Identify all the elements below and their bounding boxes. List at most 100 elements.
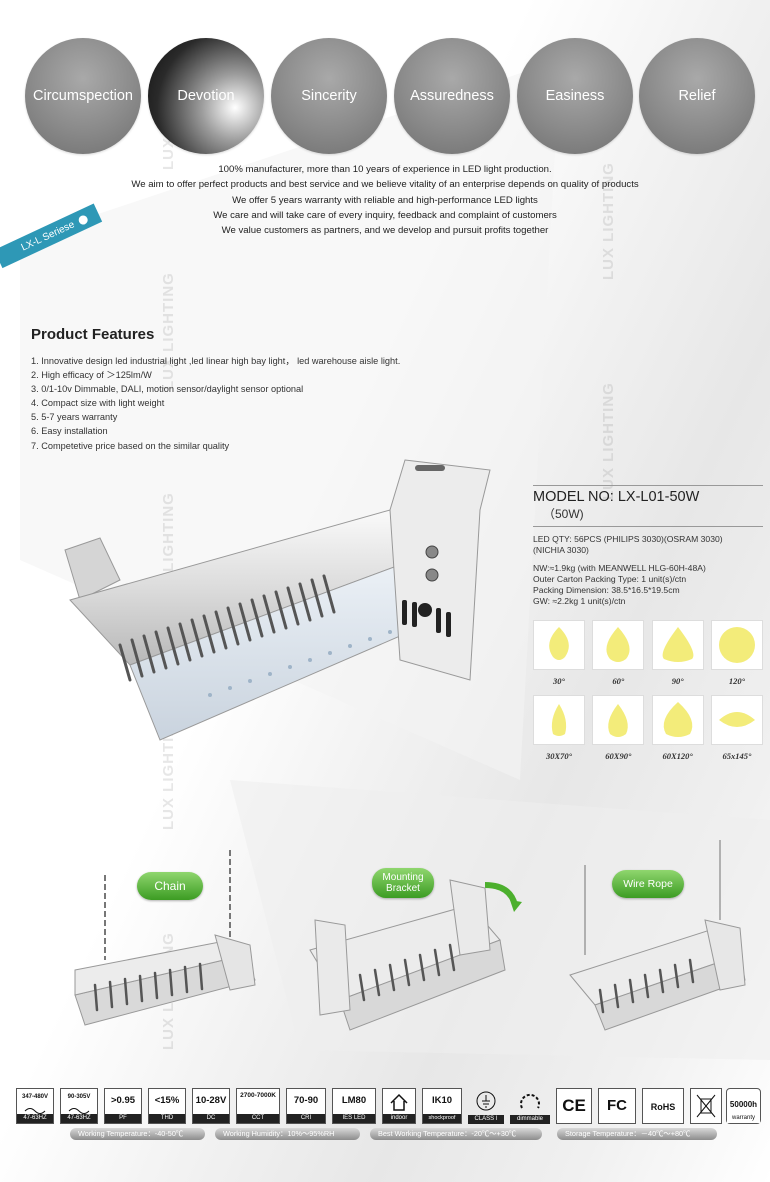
beam-30x70-icon — [551, 704, 567, 736]
watermark-text: LUX LIGHTING — [600, 382, 617, 500]
spec-panel: MODEL NO: LX-L01-50W （50W) LED QTY: 56PC… — [533, 485, 763, 607]
beam-60-icon — [606, 627, 630, 662]
best-working-temperature: Best Working Temperature：-20℃～+30℃ — [370, 1128, 542, 1140]
features-title: Product Features — [31, 326, 155, 343]
beam-label: 30X70° — [545, 751, 573, 761]
main-lamp-image — [64, 459, 491, 741]
environment-specs: Working Temperature：-40-50℃ Working Humi… — [70, 1128, 720, 1142]
values-circles: Circumspection Devotion Sincerity Assure… — [25, 38, 755, 154]
series-tag-label: LX-L Seriese — [19, 218, 77, 254]
beam-angle-item: 60X90° — [592, 695, 645, 770]
intro-text: 100% manufacturer, more than 10 years of… — [60, 162, 710, 238]
wire-lamp-image — [569, 840, 746, 1031]
wire-rope-badge: Wire Rope — [612, 870, 684, 898]
value-label: Sincerity — [301, 88, 357, 104]
chain-lamp-image — [74, 850, 256, 1026]
dimmable-icon: dimmable — [510, 1088, 550, 1124]
bracket-badge-line-1: Mounting — [382, 872, 424, 883]
ce-mark-icon: CE — [556, 1088, 592, 1124]
chain-badge: Chain — [137, 872, 203, 900]
value-circle: Circumspection — [25, 38, 141, 154]
spec-led-qty-2: (NICHIA 3030) — [533, 545, 589, 555]
beam-65x145-icon — [718, 712, 755, 727]
spec-dimension: Packing Dimension: 38.5*16.5*19.5cm — [533, 585, 680, 595]
intro-line: 100% manufacturer, more than 10 years of… — [218, 164, 552, 175]
bracket-lamp-image — [309, 879, 522, 1031]
rohs-mark-icon: RoHS — [642, 1088, 684, 1124]
feature-item: 7. Competetive price based on the simila… — [31, 440, 230, 451]
beam-label: 65x145° — [722, 751, 752, 761]
install-bracket: Mounting Bracket — [300, 840, 530, 1040]
beam-60x120-icon — [663, 702, 692, 737]
spec-led-qty: LED QTY: 56PCS (PHILIPS 3030)(OSRAM 3030… — [533, 534, 723, 544]
install-chain: Chain — [55, 840, 265, 1040]
voltage-low-icon: 90-305V 47-63HZ — [60, 1088, 98, 1124]
beam-label: 90° — [671, 676, 684, 686]
lifetime-icon: 50000h warranty — [726, 1088, 761, 1124]
spec-gross-weight: GW: ≈2.2kg 1 unit(s)/ctn — [533, 596, 626, 606]
beam-label: 120° — [728, 676, 746, 686]
weee-bin-icon — [690, 1088, 722, 1124]
beam-angle-item: 65x145° — [710, 695, 763, 770]
beam-label: 30° — [553, 676, 565, 686]
beam-30-icon — [549, 627, 569, 660]
value-label: Devotion — [177, 88, 235, 104]
install-wire: Wire Rope — [560, 840, 760, 1040]
class-one-icon: CLASS I — [468, 1088, 504, 1124]
beam-90-icon — [662, 627, 694, 662]
beam-angle-item: 30X70° — [533, 695, 585, 770]
fcc-mark-icon: FC — [598, 1088, 636, 1124]
beam-angle-item: 90° — [651, 620, 704, 695]
intro-line: We aim to offer perfect products and bes… — [131, 179, 639, 191]
thd-icon: <15%THD — [148, 1088, 186, 1124]
intro-line: We value customers as partners, and we d… — [221, 225, 549, 237]
feature-item: 1. Innovative design led industrial ligh… — [31, 356, 401, 366]
value-label: Easiness — [545, 88, 605, 104]
intro-line: We care and will take care of every inqu… — [213, 209, 557, 221]
spec-net-weight: NW:≈1.9kg (with MEANWELL HLG-60H-48A) — [533, 563, 706, 573]
feature-item: 2. High efficacy of ＞125lm/W — [31, 370, 152, 381]
beam-label: 60° — [612, 676, 625, 686]
arrow-circle-icon — [77, 213, 90, 226]
value-label: Relief — [678, 88, 716, 104]
beam-angle-item: 30° — [533, 620, 585, 695]
feature-item: 4. Compact size with light weight — [31, 398, 165, 409]
spec-carton: Outer Carton Packing Type: 1 unit(s)/ctn — [533, 574, 687, 584]
working-temperature: Working Temperature：-40-50℃ — [70, 1128, 205, 1140]
feature-item: 6. Easy installation — [31, 426, 108, 437]
voltage-high-icon: 347-480V 47-63HZ — [16, 1088, 54, 1124]
beam-angles: 30° 60° 90° 120° 30X70° 60X90° — [533, 620, 763, 770]
working-humidity: Working Humidity：10%～95%RH — [215, 1128, 360, 1140]
value-circle: Assuredness — [394, 38, 510, 154]
intro-line: We offer 5 years warranty with reliable … — [232, 194, 538, 206]
beam-angle-item: 60° — [592, 620, 645, 695]
bracket-badge-line-2: Bracket — [386, 883, 420, 894]
indoor-icon: indoor — [382, 1088, 416, 1124]
model-wattage: （50W) — [533, 505, 763, 527]
value-circle: Relief — [639, 38, 755, 154]
model-number: MODEL NO: LX-L01-50W — [533, 485, 763, 505]
feature-item: 3. 0/1-10v Dimmable, DALI, motion sensor… — [31, 384, 304, 395]
beam-angle-item: 120° — [710, 620, 763, 695]
value-circle: Sincerity — [271, 38, 387, 154]
storage-temperature: Storage Temperature：－40℃～+80℃ — [557, 1128, 717, 1140]
features-list: 1. Innovative design led industrial ligh… — [31, 354, 400, 453]
value-circle: Easiness — [517, 38, 633, 154]
beam-label: 60X120° — [662, 751, 693, 761]
beam-angle-item: 60X120° — [651, 695, 704, 770]
beam-label: 60X90° — [605, 751, 632, 761]
beam-60x90-icon — [608, 704, 629, 737]
value-label: Circumspection — [33, 88, 133, 104]
bracket-badge: Mounting Bracket — [372, 868, 434, 898]
beam-120-icon — [718, 627, 755, 663]
value-circle: Devotion — [148, 38, 264, 154]
feature-item: 5. 5-7 years warranty — [31, 412, 118, 423]
value-label: Assuredness — [410, 88, 494, 104]
